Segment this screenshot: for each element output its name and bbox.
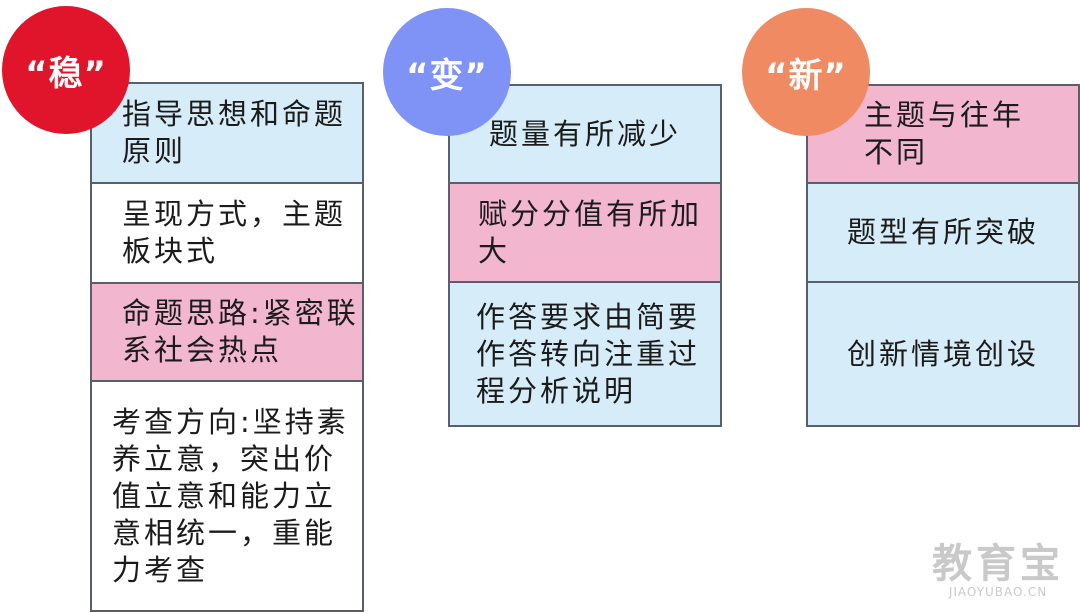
change-cell-2-text: 赋分分值有所加大 bbox=[478, 196, 703, 268]
change-cell-3: 作答要求由简要作答转向注重过程分析说明 bbox=[448, 281, 722, 427]
new-cell-1-text: 主题与往年不同 bbox=[864, 98, 1025, 169]
stable-cell-1-text: 指导思想和命题原则 bbox=[122, 97, 347, 168]
stable-cell-3: 命题思路:紧密联系社会热点 bbox=[90, 282, 364, 382]
change-cell-1-text: 题量有所减少 bbox=[488, 116, 681, 151]
new-badge: “新” bbox=[742, 8, 870, 136]
new-cell-2-text: 题型有所突破 bbox=[846, 215, 1039, 249]
watermark-sub: JIAOYUBAO.CN bbox=[948, 585, 1048, 599]
stable-cell-4-text: 考查方向:坚持素养立意，突出价值立意和能力立意相统一，重能力考查 bbox=[112, 404, 349, 587]
stable-cell-4: 考查方向:坚持素养立意，突出价值立意和能力立意相统一，重能力考查 bbox=[90, 380, 364, 612]
new-cell-2: 题型有所突破 bbox=[806, 182, 1080, 283]
change-cell-3-text: 作答要求由简要作答转向注重过程分析说明 bbox=[476, 299, 701, 408]
change-cell-2: 赋分分值有所加大 bbox=[448, 182, 722, 283]
change-badge-label: “变” bbox=[406, 55, 488, 96]
stable-badge: “稳” bbox=[2, 6, 130, 134]
new-cell-3: 创新情境创设 bbox=[806, 281, 1080, 427]
change-cell-1: 题量有所减少 bbox=[448, 84, 722, 184]
stable-cell-2-text: 呈现方式，主题板块式 bbox=[122, 197, 347, 268]
change-badge: “变” bbox=[383, 8, 511, 136]
new-badge-label: “新” bbox=[765, 55, 847, 96]
stable-cell-2: 呈现方式，主题板块式 bbox=[90, 182, 364, 284]
new-cell-3-text: 创新情境创设 bbox=[846, 336, 1039, 371]
watermark-main: 教育宝 bbox=[932, 541, 1064, 587]
stable-badge-label: “稳” bbox=[25, 53, 107, 94]
watermark-logo: 教育宝 JIAOYUBAO.CN bbox=[932, 543, 1064, 599]
stable-cell-3-text: 命题思路:紧密联系社会热点 bbox=[122, 296, 359, 367]
stable-cell-1: 指导思想和命题原则 bbox=[90, 82, 364, 184]
